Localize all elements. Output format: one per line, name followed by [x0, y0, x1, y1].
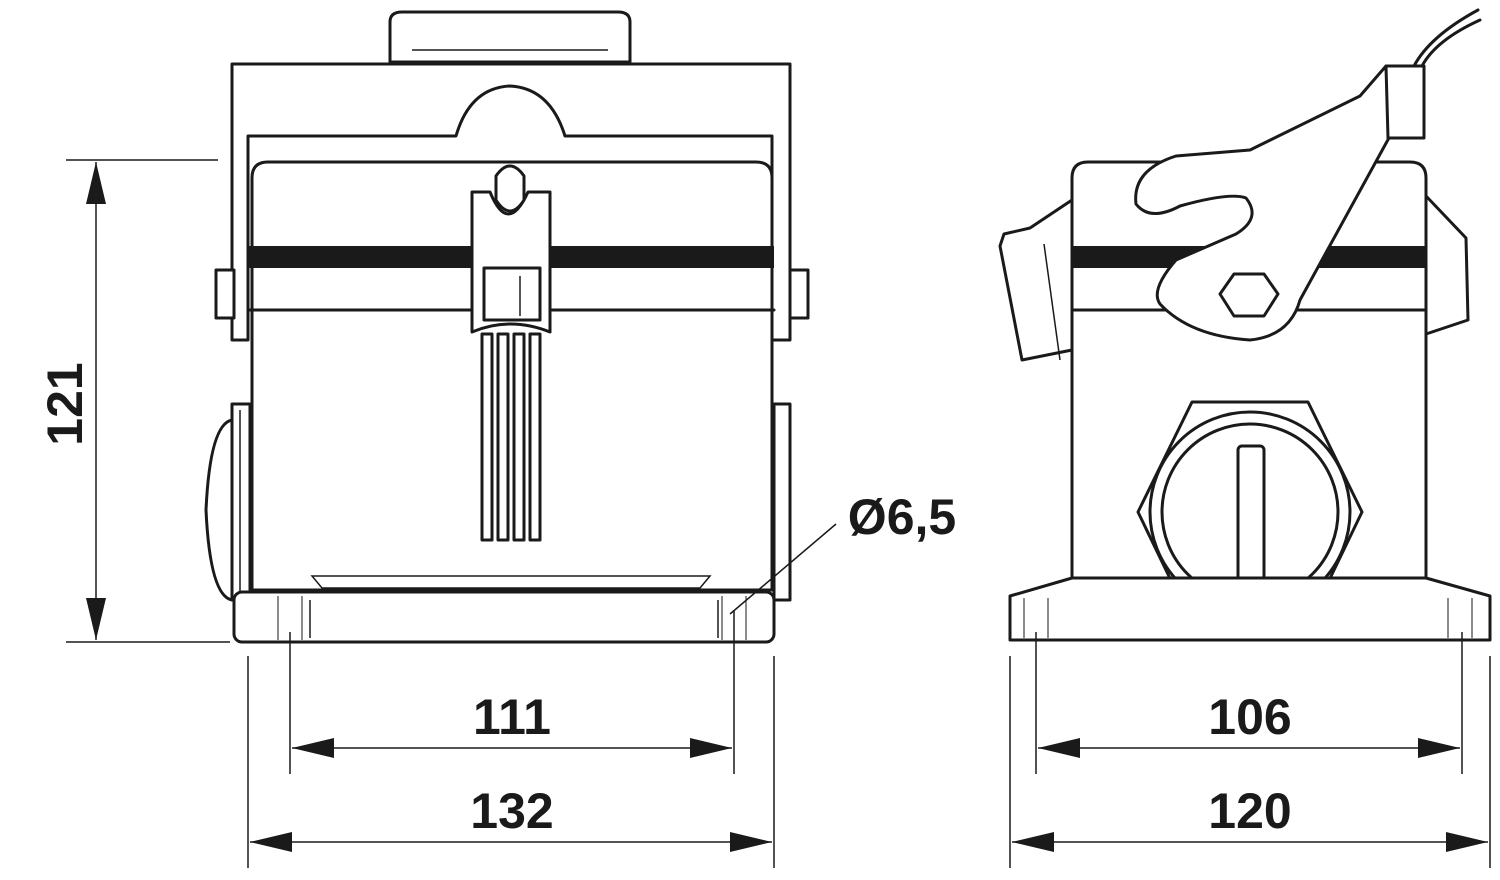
- dim-label-front-width: 132: [470, 783, 553, 839]
- side-locking-lever: [1134, 64, 1392, 342]
- front-latch-knob: [494, 164, 526, 213]
- dim-arrow: [250, 832, 292, 852]
- dim-arrow: [292, 738, 334, 758]
- front-lid-top-bump: [388, 10, 632, 64]
- dim-arrow: [1012, 832, 1054, 852]
- dim-label-side-width: 120: [1208, 783, 1291, 839]
- side-cable-2: [1420, 18, 1482, 68]
- front-left-pivot-bolt: [214, 268, 236, 320]
- dim-arrow: [86, 162, 106, 204]
- side-mount-holes: [1023, 598, 1473, 638]
- dim-arrow: [1446, 832, 1488, 852]
- front-view: [204, 10, 810, 644]
- hole-leader-line: [729, 523, 837, 615]
- front-left-gland-cap: [204, 418, 234, 602]
- side-lever-grip: [1384, 64, 1426, 140]
- side-gland-slot: [1236, 444, 1266, 582]
- contact-pin: [496, 332, 510, 542]
- side-view: [998, 8, 1492, 642]
- front-mount-holes: [277, 596, 747, 640]
- front-right-pivot-bolt: [788, 268, 810, 320]
- front-base-plate: [232, 590, 776, 644]
- dim-arrow: [1038, 738, 1080, 758]
- front-latch-block: [482, 266, 542, 322]
- front-lid-bracket: [230, 62, 792, 342]
- dim-arrow: [690, 738, 732, 758]
- front-left-gland: [230, 402, 252, 602]
- side-left-latch-tab: [998, 198, 1074, 362]
- dimension-lines: [66, 159, 1491, 868]
- side-base-plate: [1008, 576, 1492, 642]
- front-base-tray: [310, 575, 712, 589]
- dim-arrow: [1418, 738, 1460, 758]
- dim-arrow: [86, 598, 106, 640]
- side-right-lug: [1424, 194, 1470, 336]
- dim-label-front-mount-spacing: 111: [473, 689, 551, 745]
- dim-label-side-mount-spacing: 106: [1208, 689, 1291, 745]
- dim-label-height: 121: [37, 362, 93, 445]
- front-right-gland: [772, 402, 792, 602]
- contact-pin: [528, 332, 542, 542]
- dim-arrow: [730, 832, 772, 852]
- side-hex-nut: [1218, 272, 1280, 318]
- side-cable: [1412, 8, 1480, 68]
- contact-pin: [480, 332, 494, 542]
- dim-label-hole-diameter: Ø6,5: [848, 489, 956, 545]
- front-housing-body: [250, 160, 774, 592]
- side-left-latch-line: [1043, 243, 1061, 361]
- front-contact-pins: [480, 332, 542, 542]
- contact-pin: [512, 332, 526, 542]
